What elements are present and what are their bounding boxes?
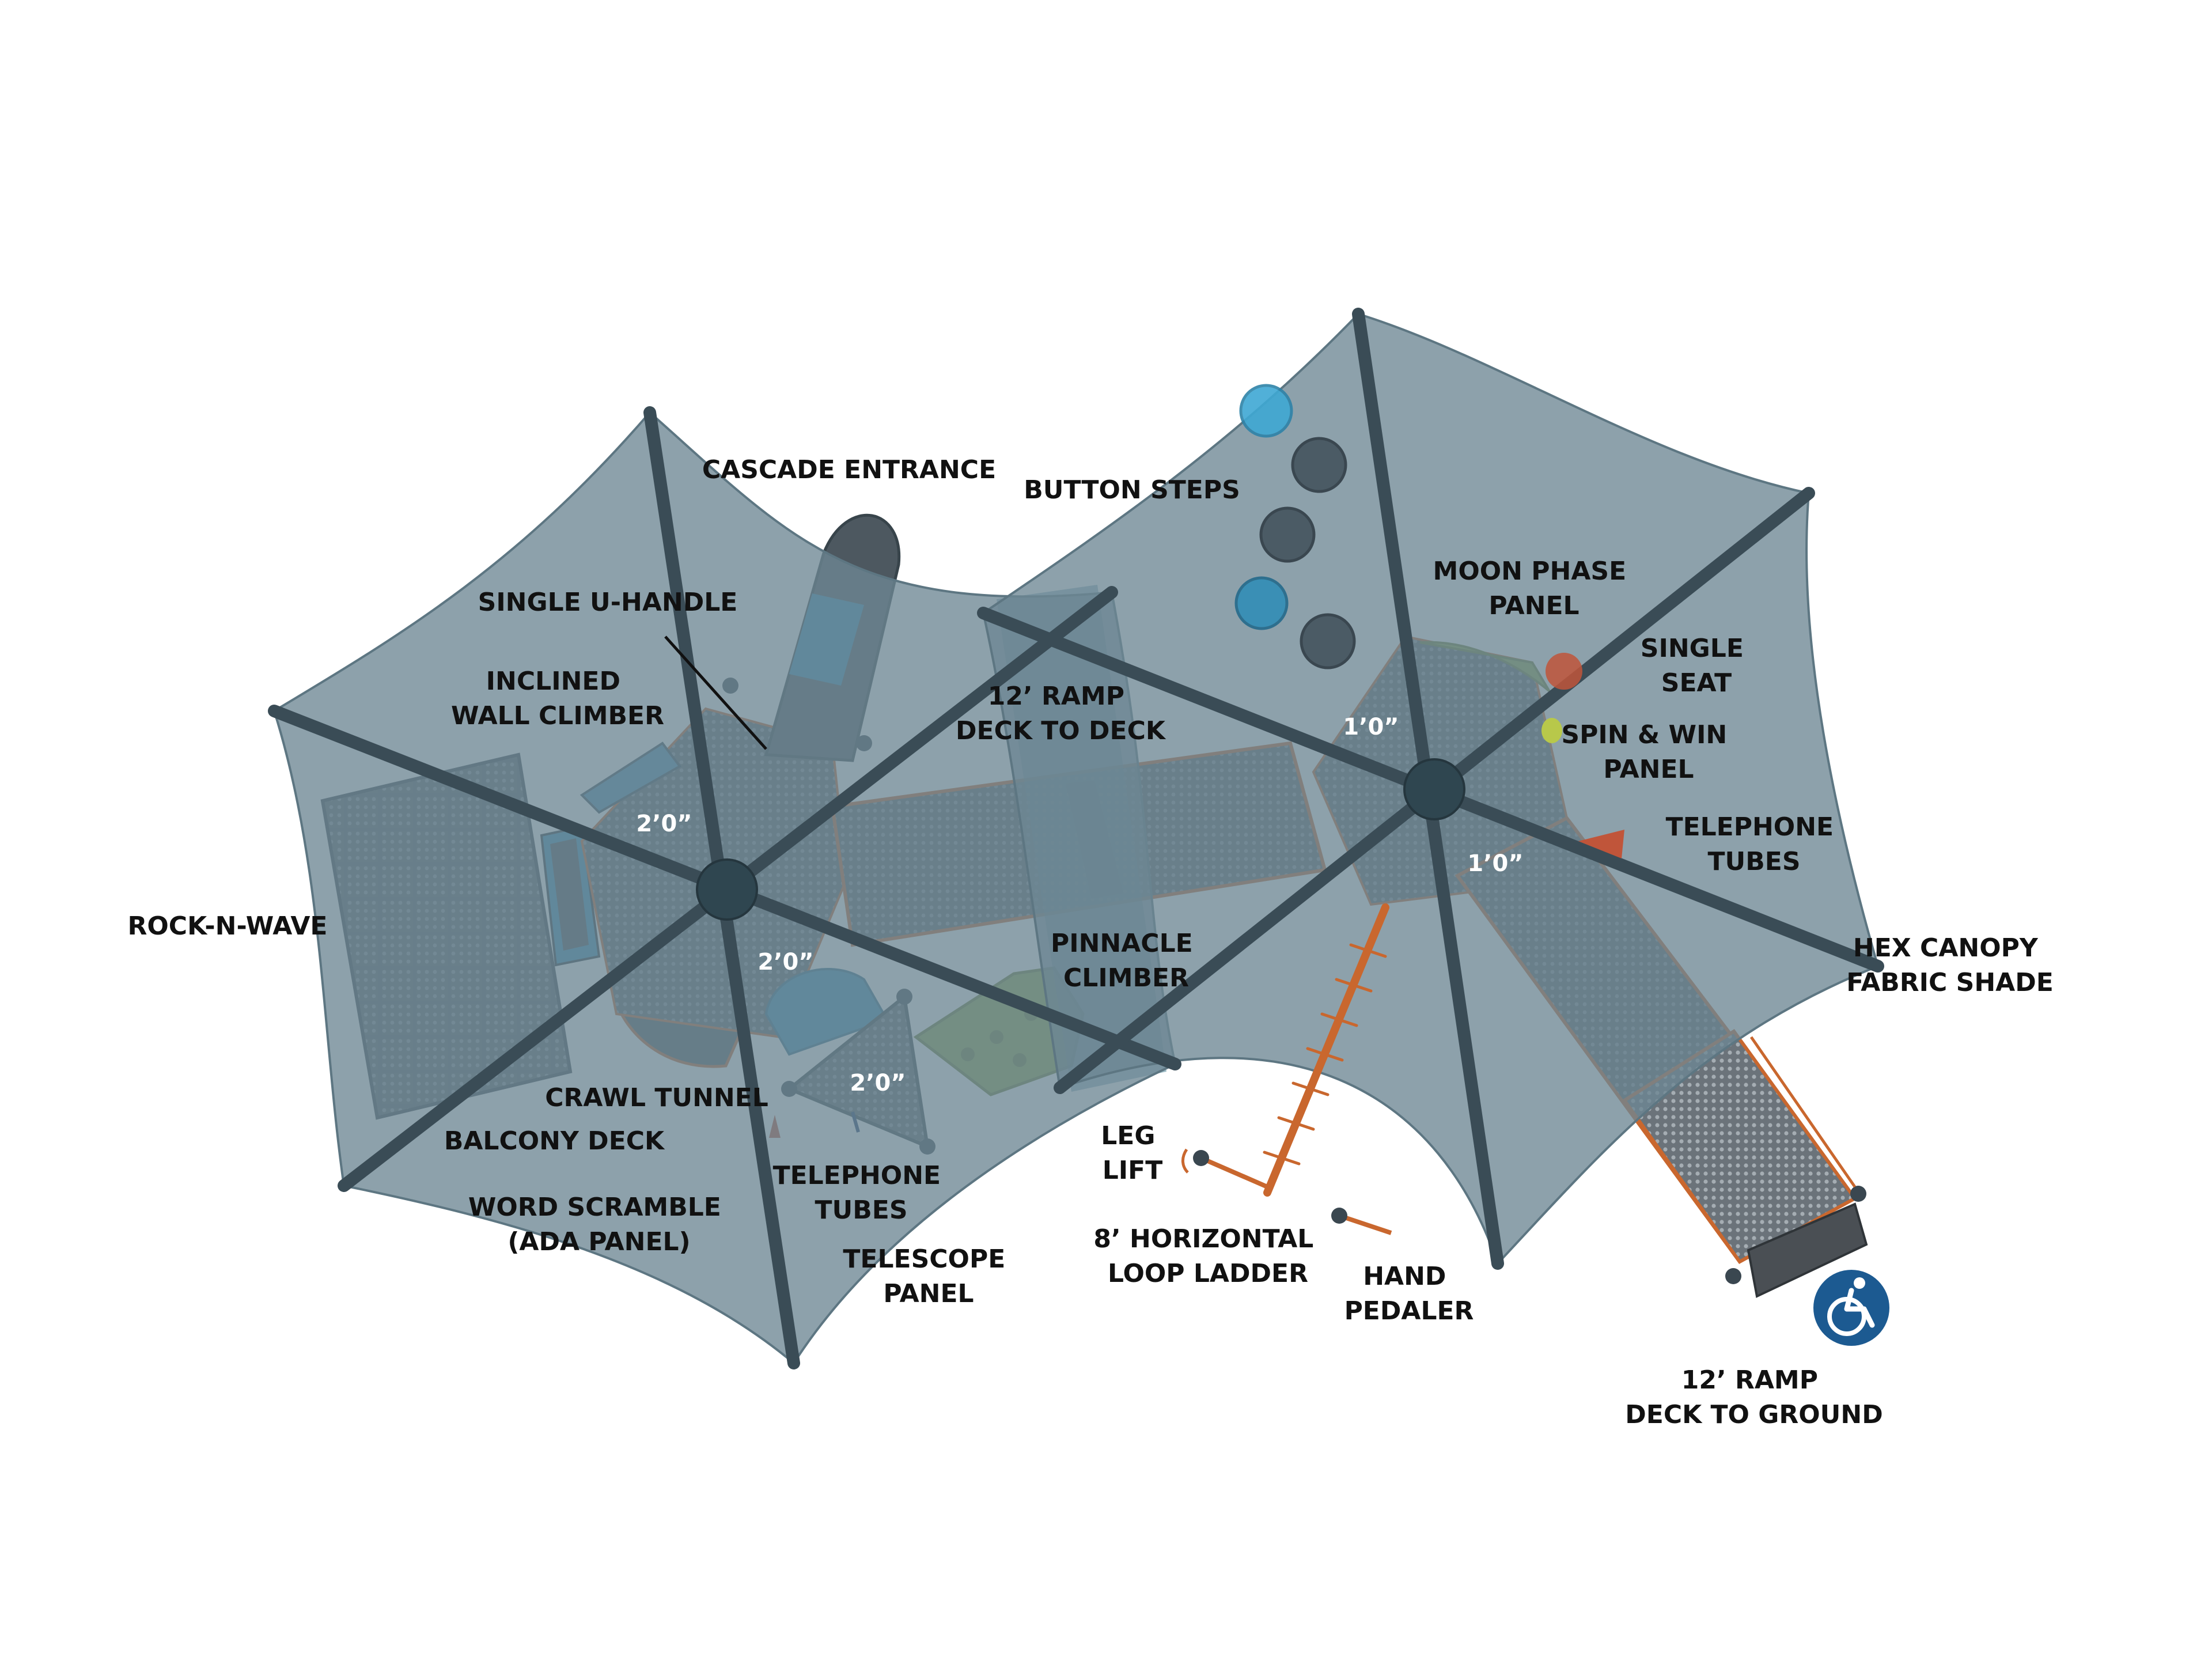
label-inclined-wall-climber: INCLINED WALL CLIMBER [451, 667, 664, 731]
label-spin-win-panel: SPIN & WIN PANEL [1561, 720, 1736, 784]
hand-pedaler-structure [1331, 1208, 1392, 1235]
label-button-steps: BUTTON STEPS [1024, 475, 1240, 505]
label-moon-phase-panel: MOON PHASE PANEL [1433, 557, 1635, 620]
label-telephone-tubes-right: TELEPHONE TUBES [1666, 812, 1843, 876]
label-single-seat: SINGLE SEAT [1641, 634, 1752, 698]
label-hex-canopy-fabric-shade: HEX CANOPY FABRIC SHADE [1846, 933, 2054, 997]
label-pinnacle-climber: PINNACLE CLIMBER [1051, 929, 1202, 993]
label-ramp-deck-to-deck: 12’ RAMP DECK TO DECK [956, 682, 1166, 746]
height-label-right-lower: 1’0” [1467, 850, 1523, 877]
spin-win-panel-structure [1541, 718, 1562, 743]
height-label-left-upper: 2’0” [636, 811, 692, 837]
label-hand-pedaler: HAND PEDALER [1344, 1262, 1474, 1326]
wheelchair-accessibility-icon [1813, 1270, 1889, 1346]
label-crawl-tunnel: CRAWL TUNNEL [545, 1083, 768, 1113]
leg-lift-structure [1181, 1148, 1268, 1189]
label-leg-lift: LEG LIFT [1101, 1121, 1164, 1185]
label-cascade-entrance: CASCADE ENTRANCE [702, 455, 996, 485]
label-horizontal-loop-ladder: 8’ HORIZONTAL LOOP LADDER [1093, 1224, 1322, 1288]
label-ramp-deck-to-ground: 12’ RAMP DECK TO GROUND [1625, 1365, 1883, 1429]
height-label-right-upper: 1’0” [1343, 714, 1399, 740]
u-handle-leader-line [664, 635, 767, 750]
label-telephone-tubes-left: TELEPHONE TUBES [773, 1161, 950, 1225]
height-label-left-lower: 2’0” [757, 949, 813, 975]
label-balcony-deck: BALCONY DECK [444, 1126, 665, 1156]
height-label-triangle: 2’0” [850, 1070, 906, 1096]
horizontal-loop-ladder-structure [1263, 903, 1389, 1197]
single-seat-structure [1546, 653, 1582, 690]
label-rock-n-wave: ROCK-N-WAVE [128, 911, 328, 941]
label-word-scramble: WORD SCRAMBLE (ADA PANEL) [468, 1193, 730, 1257]
telephone-tube-right-horn [1578, 830, 1624, 858]
label-telescope-panel: TELESCOPE PANEL [843, 1244, 1014, 1308]
label-single-u-handle: SINGLE U-HANDLE [478, 588, 738, 617]
right-canopy-hub [1403, 758, 1465, 820]
left-canopy-hub [696, 858, 758, 921]
button-steps [1234, 384, 1356, 669]
